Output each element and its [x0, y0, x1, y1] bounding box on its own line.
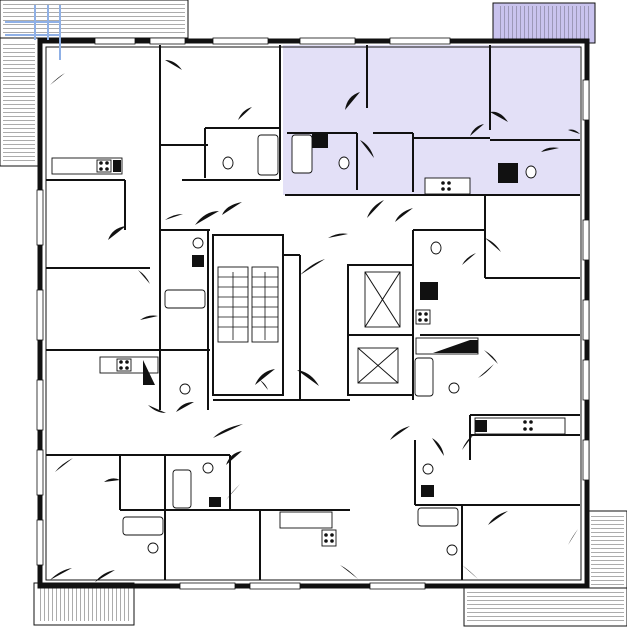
bathtubs [122, 134, 459, 536]
balcony-bottom-right [463, 510, 627, 627]
interior-walls [46, 45, 580, 580]
doors [50, 60, 580, 582]
kitchen-counters [51, 157, 566, 547]
utility-blocks [113, 134, 518, 507]
balcony-bottom-left [33, 582, 135, 626]
windows [36, 37, 590, 590]
elevator-2 [357, 347, 399, 384]
stairwell [217, 266, 279, 343]
toilets [147, 156, 537, 556]
elevator-1 [364, 271, 401, 328]
mark-top-left [5, 5, 61, 60]
balcony-top-left [0, 0, 189, 167]
